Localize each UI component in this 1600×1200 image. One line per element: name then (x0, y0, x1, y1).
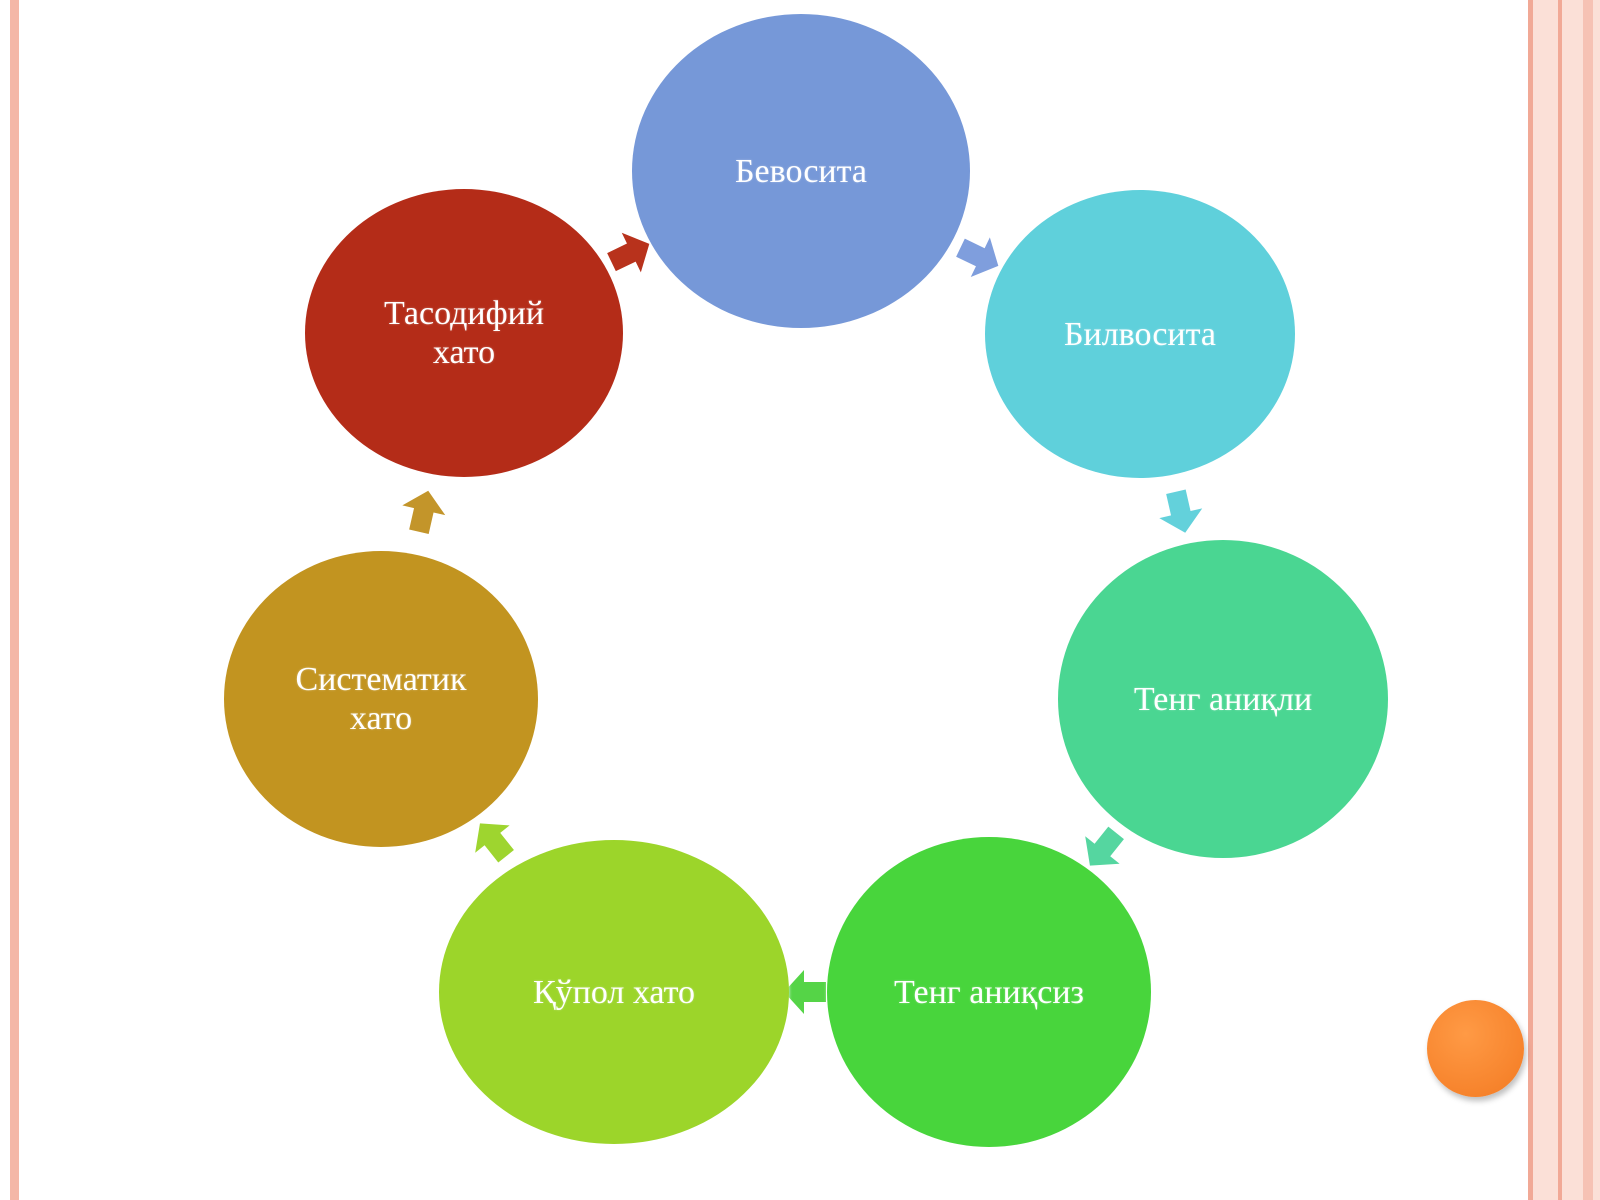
node-teng-aniqli: Тенг аниқли (1058, 540, 1388, 858)
node-bevosita: Бевосита (632, 14, 970, 328)
node-bilvosita: Билвосита (985, 190, 1295, 478)
node-qupol-xato-label: Қўпол хато (532, 973, 696, 1011)
arrow-bilvosita-to-teng-aniqli (1159, 489, 1203, 533)
node-tasodifiy-xato-label: Тасодифий хато (383, 295, 545, 371)
slide-frame-right-line (1528, 0, 1533, 1200)
node-teng-aniqsiz: Тенг аниқсиз (827, 837, 1151, 1147)
node-sistematik-xato-label: Систематик хато (295, 661, 467, 737)
slide-frame-left-border (10, 0, 19, 1200)
arrow-qupol-xato-to-sistematik-xato (475, 823, 514, 863)
arrow-tasodifiy-xato-to-bevosita (607, 232, 650, 273)
arrow-teng-aniqsiz-to-qupol-xato (784, 970, 826, 1014)
arrow-sistematik-xato-to-tasodifiy-xato (402, 490, 446, 534)
node-bilvosita-label: Билвосита (1063, 315, 1216, 353)
slide-frame-right-line (1583, 0, 1593, 1200)
decorative-orange-dot (1427, 1000, 1524, 1097)
node-sistematik-xato: Систематик хато (224, 551, 538, 847)
arrow-teng-aniqli-to-teng-aniqsiz (1085, 826, 1124, 866)
node-teng-aniqli-label: Тенг аниқли (1133, 680, 1313, 718)
slide-frame-right-line (1558, 0, 1562, 1200)
node-teng-aniqsiz-label: Тенг аниқсиз (894, 973, 1084, 1011)
node-bevosita-label: Бевосита (735, 152, 867, 190)
node-qupol-xato: Қўпол хато (439, 840, 789, 1144)
node-tasodifiy-xato: Тасодифий хато (305, 189, 623, 477)
arrow-bevosita-to-bilvosita (956, 237, 999, 278)
